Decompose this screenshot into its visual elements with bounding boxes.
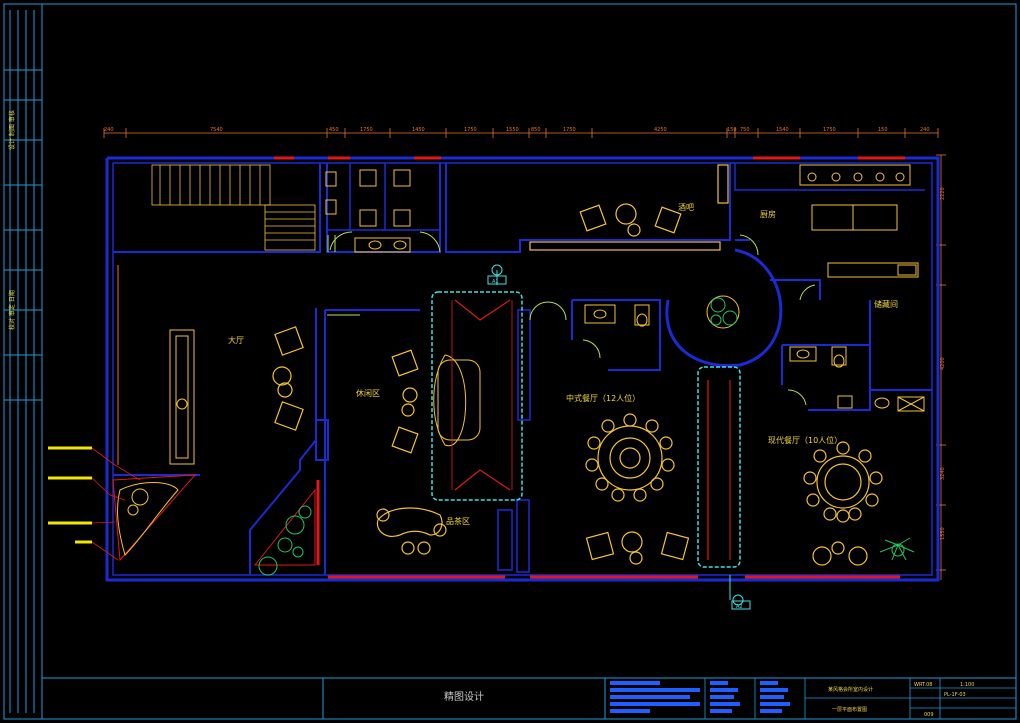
page-number: 009: [924, 712, 934, 718]
dim-label: 1750: [563, 127, 576, 133]
dim-label: 1750: [360, 127, 373, 133]
kitchen-equipment: [799, 164, 925, 412]
room-label-modern-dining: 现代餐厅（10人位）: [768, 435, 842, 445]
room-labels: 大厅 休闲区 品茶区 中式餐厅（12人位） 现代餐厅（10人位） 厨房 酒吧 储…: [228, 203, 898, 526]
dining-divider: [697, 366, 741, 568]
lounge-furniture: [376, 349, 447, 555]
dim-label: 1750: [823, 127, 836, 133]
dim-label: 1450: [412, 127, 425, 133]
section-marker-a2: A2: [729, 575, 751, 610]
side-dim-label: 2220: [940, 187, 946, 200]
sheet-name: 一层平面布置图: [832, 706, 867, 713]
dim-label: 240: [920, 127, 930, 133]
drawing-title: 精图设计: [444, 690, 484, 703]
drawing-frame: [3, 3, 1017, 720]
doors: [327, 231, 816, 406]
lobby-seating: [272, 326, 304, 431]
room-label-chinese-dining: 中式餐厅（12人位）: [566, 393, 640, 403]
top-dimension-line: [103, 128, 939, 138]
sidebar-block-2: 校对 审定 日期: [8, 290, 16, 330]
sidebar-grid: [4, 10, 42, 713]
dim-label: 150: [727, 127, 737, 133]
red-wall-accents: [274, 156, 905, 579]
room-label-cafe: 酒吧: [678, 203, 694, 212]
marker-label: A2: [736, 604, 743, 610]
side-dim-label: 1550: [940, 527, 946, 540]
project-name: 某风格会所室内设计: [828, 686, 873, 693]
cafe-furniture: [529, 164, 729, 251]
dim-label: 150: [878, 127, 888, 133]
top-dimension-labels: 240 7540 450 1750 1450 1750 1550 850 175…: [104, 127, 930, 133]
room-label-tea: 品茶区: [446, 516, 470, 526]
dim-label: 850: [531, 127, 541, 133]
drawing-code: WRT.08: [914, 682, 932, 688]
title-block-bars: [610, 681, 790, 713]
title-block: 精图设计 某风格会所室内: [444, 678, 1016, 719]
dim-label: 1550: [506, 127, 519, 133]
dim-label: 1750: [464, 127, 477, 133]
room-label-storage: 储藏间: [874, 299, 898, 309]
dim-label: 7540: [210, 127, 223, 133]
chinese-dining-table: [585, 413, 690, 565]
side-dim-label: 4200: [940, 357, 946, 370]
dim-label: 4250: [654, 127, 667, 133]
room-label-kitchen: 厨房: [760, 209, 776, 219]
title-block-grid: [704, 678, 1016, 719]
tea-area-enclosure: [431, 291, 523, 501]
section-marker-a1: A1: [487, 264, 507, 285]
room-label-lobby: 大厅: [228, 335, 244, 345]
dim-label: 240: [104, 127, 114, 133]
dim-label: 450: [329, 127, 339, 133]
planter-wedge-2: [253, 488, 316, 576]
round-planter: [665, 248, 783, 368]
right-dimension-labels: 2220 4200 3240 1550: [940, 187, 946, 540]
marker-label: A1: [492, 279, 499, 285]
washroom-fixtures: [584, 304, 890, 409]
staircase: [151, 164, 316, 251]
lobby-planter: [112, 474, 197, 562]
room-label-lounge: 休闲区: [356, 388, 380, 398]
dim-label: 750: [740, 127, 750, 133]
reception-desk: [117, 265, 195, 465]
side-dim-label: 3240: [940, 467, 946, 480]
corner-plant: [879, 537, 915, 561]
sidebar-block-1: 设计 制图 审核: [8, 110, 16, 150]
drawing-scale: 1:100: [960, 682, 974, 688]
sheet-number: PL-1F-03: [944, 692, 966, 698]
modern-dining-table: [803, 441, 883, 566]
toilet-fixtures: [325, 169, 411, 253]
leader-lines: [48, 446, 141, 561]
dim-label: 1540: [776, 127, 789, 133]
